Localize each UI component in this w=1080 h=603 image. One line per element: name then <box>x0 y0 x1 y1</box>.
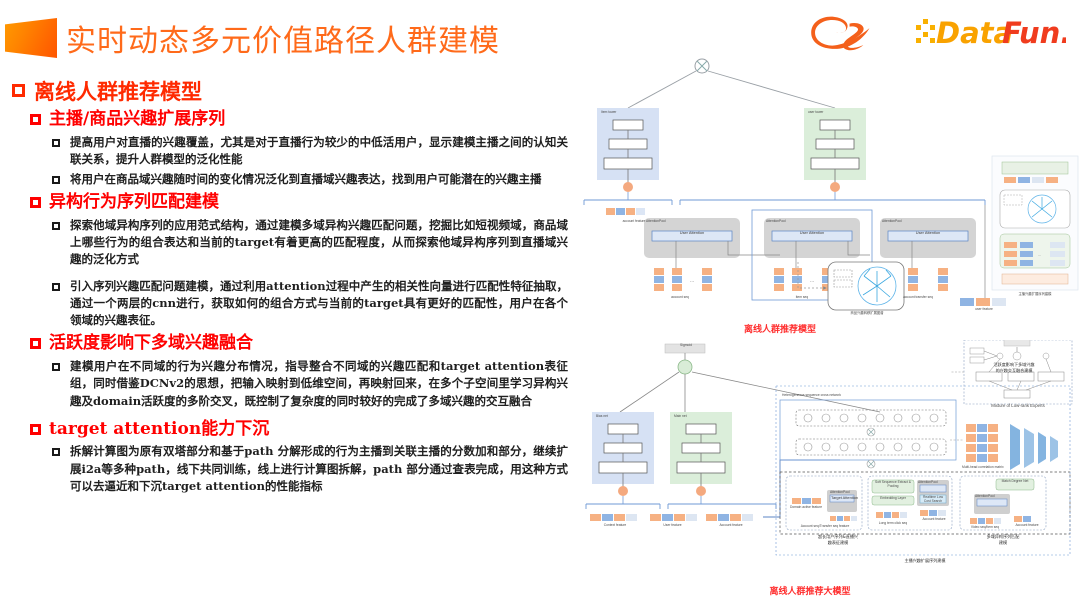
label-embedding-layer: Embedding Layer <box>880 496 906 500</box>
svg-text:...: ... <box>1038 252 1041 257</box>
alibaba-logo-icon <box>811 16 870 51</box>
svg-text:Fun.: Fun. <box>1002 16 1066 50</box>
label-bias-net: Bias net <box>596 414 608 418</box>
label-target-attention: Target Attention <box>831 495 859 500</box>
label-attention-pool: AttentionPool <box>766 219 786 223</box>
label-user-tower: user tower <box>808 110 824 114</box>
outline-bullet: 建模用户在不同域的行为兴趣分布情况，指导整合不同域的兴趣匹配和target at… <box>52 358 578 410</box>
label-graph-caption: 商品兴趣转移扩展图谱 <box>850 311 884 315</box>
label-main-net: Main net <box>674 414 687 418</box>
bullet-square-icon <box>30 338 41 350</box>
label-account-transfer-seq: account transfer seq <box>903 295 933 299</box>
label-cross-network: Heterogeneous sequence cross network <box>782 393 842 397</box>
label-user-attention: User Attention <box>679 230 705 235</box>
bullet-text: 提高用户对直播的兴趣覆盖，尤其是对于直播行为较少的中低活用户，显示建模主播之间的… <box>70 134 568 166</box>
note-multi-domain-match: 多域异构序列匹配 建模 <box>986 534 1020 545</box>
outline-group-heading-2: 活跃度影响下多域兴趣融合 <box>30 334 578 354</box>
outline-panel: 离线人群推荐模型 主播/商品兴趣扩展序列 提高用户对直播的兴趣覆盖，尤其是对于直… <box>8 79 578 595</box>
label-realtime-low-cost-search: Realtime Low Cost Search <box>923 495 943 503</box>
group-heading-text: 活跃度影响下多域兴趣融合 <box>49 333 253 354</box>
label-item-seq: item seq <box>795 295 809 299</box>
label-user-attention: User Attention <box>915 230 941 235</box>
label-user-feature: User feature <box>663 523 682 527</box>
label-item-tower: Item tower <box>601 110 617 114</box>
bullet-square-icon <box>30 197 41 209</box>
label-attention-pool: AttentionPool <box>918 480 938 484</box>
outline-bullet: 探索他域异构序列的应用范式结构，通过建模多域异构兴趣匹配问题，挖掘比如短视频域，… <box>52 217 578 269</box>
outline-bullet: 提高用户对直播的兴趣覆盖，尤其是对于直播行为较少的中低活用户，显示建模主播之间的… <box>52 134 578 169</box>
label-attention-pool: AttentionPool <box>882 219 902 223</box>
label-longterm-click-seq: Long term click seq <box>878 521 908 525</box>
label-account-feature: Account feature <box>922 517 946 521</box>
label-soft-sequence: Soft Sequence Extract & Pooling <box>875 480 911 488</box>
bullet-square-icon <box>30 114 41 126</box>
bullet-text: 拆解计算图为原有双塔部分和基于path 分解形成的行为主播到关联主播的分数加和部… <box>70 444 568 493</box>
page-title: 实时动态多元价值路径人群建模 <box>66 24 500 59</box>
label-user-feature: user feature <box>975 307 993 311</box>
outline-bullet: 引入序列兴趣匹配问题建模，通过利用attention过程中产生的相关性向量进行匹… <box>52 278 578 330</box>
label-moe-caption: Mixture of Low-rank Experts <box>991 403 1045 408</box>
figure-offline-crowd-model: ... ... <box>580 50 1080 340</box>
label-context-feature: Context feature <box>603 523 627 527</box>
label-account-feature: Account feature <box>719 523 743 527</box>
note-multi-domain-fusion: 活跃度影响下多域兴趣 的兴趣交互融合建模 <box>993 362 1035 373</box>
outline-bullet: 将用户在商品域兴趣随时间的变化情况泛化到直播域兴趣表达，找到用户可能潜在的兴趣主… <box>52 171 578 188</box>
label-sigmoid: Sigmoid <box>680 343 692 347</box>
svg-text:...: ... <box>810 278 814 284</box>
bullet-square-icon <box>52 176 60 185</box>
bullet-text: 探索他域异构序列的应用范式结构，通过建模多域异构兴趣匹配问题，挖掘比如短视频域，… <box>70 217 568 267</box>
bullet-square-icon <box>52 138 60 147</box>
slide-header: 实时动态多元价值路径人群建模 Data Fun. <box>0 0 1080 72</box>
svg-text:Data: Data <box>936 16 1013 50</box>
bullet-square-icon <box>52 363 60 372</box>
bullet-square-icon <box>52 221 60 230</box>
label-attention-pool: AttentionPool <box>646 219 666 223</box>
label-attention-pool: AttentionPool <box>830 490 850 494</box>
bullet-text: 建模用户在不同域的行为兴趣分布情况，指导整合不同域的兴趣匹配和target at… <box>70 359 568 408</box>
accent-shape-icon <box>5 18 57 58</box>
label-video-item-seq: Video seq/Item seq <box>970 525 1000 529</box>
label-attention-pool: AttentionPool <box>975 494 995 498</box>
outline-group-heading-1: 异构行为序列匹配建模 <box>30 193 578 213</box>
outline-bullet: 拆解计算图为原有双塔部分和基于path 分解形成的行为主播到关联主播的分数加和部… <box>52 443 578 495</box>
diagram-panel: ... ... <box>580 50 1080 603</box>
group-heading-text: 异构行为序列匹配建模 <box>49 192 219 213</box>
note-anchor-expansion: 主播兴趣扩展序列建模 <box>904 558 946 563</box>
label-match-degree-net: Match Degree Net <box>1001 479 1029 483</box>
bullet-square-icon <box>52 448 60 457</box>
group-heading-text: 主播/商品兴趣扩展序列 <box>49 109 226 130</box>
label-account-feature: account feature <box>622 219 646 223</box>
figure-offline-crowd-large-model: Sigmoid Bias net Main net Context featur… <box>580 340 1080 603</box>
bullet-square-icon <box>52 282 60 291</box>
datafun-logo-icon: Data Fun. <box>916 11 1066 53</box>
outline-section-title: 离线人群推荐模型 <box>12 79 578 104</box>
svg-text:...: ... <box>690 278 694 284</box>
label-account-feature: Account feature <box>1015 523 1039 527</box>
group-heading-text: target attention能力下沉 <box>49 418 270 439</box>
logo-group: Data Fun. <box>802 4 1066 60</box>
outline-group-heading-3: target attention能力下沉 <box>30 418 578 440</box>
section-title-text: 离线人群推荐模型 <box>34 79 202 104</box>
outline-group-heading-0: 主播/商品兴趣扩展序列 <box>30 110 578 130</box>
bullet-square-icon <box>12 84 25 97</box>
label-account-seq: account seq <box>671 295 689 299</box>
bullet-square-icon <box>30 423 41 435</box>
bullet-text: 引入序列兴趣匹配问题建模，通过利用attention过程中产生的相关性向量进行匹… <box>70 278 568 328</box>
figure-caption-top: 离线人群推荐模型 <box>743 325 816 335</box>
label-domain-active-feature: Domain active feature <box>789 505 823 509</box>
label-multihead-correlation: Multi-head correlation matrix <box>962 465 1004 469</box>
note-long-seq-modeling: 超长用户序列&直播兴 趣表征建模 <box>817 534 859 545</box>
label-user-attention: User Attention <box>799 230 825 235</box>
bullet-text: 将用户在商品域兴趣随时间的变化情况泛化到直播域兴趣表达，找到用户可能潜在的兴趣主… <box>70 172 542 187</box>
label-account-seq-note: Account seq/Transfer seq feature <box>800 524 850 528</box>
figure-caption-bottom: 离线人群推荐大模型 <box>769 587 851 597</box>
label-side-panel-caption: 主播兴趣扩展序列建模 <box>1018 292 1052 296</box>
